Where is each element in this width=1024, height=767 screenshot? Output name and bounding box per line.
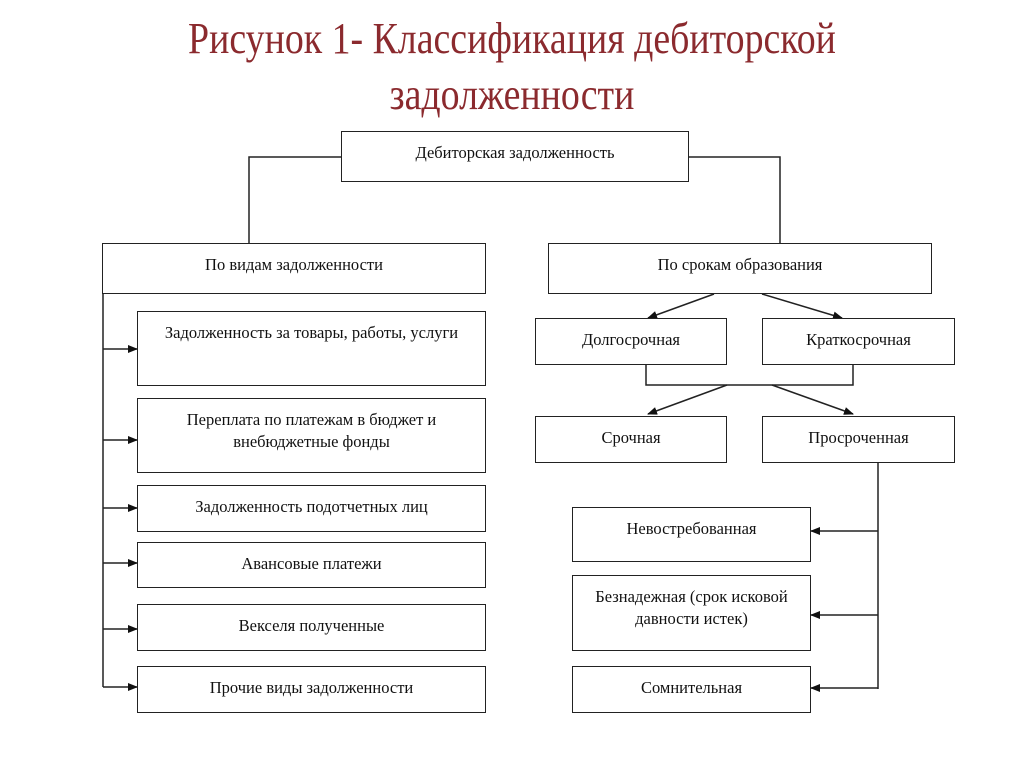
connector-root-right — [688, 156, 781, 244]
node-label: Задолженность подотчетных лиц — [195, 497, 428, 516]
node-label: Прочие виды задолженности — [209, 678, 414, 697]
node-type-advances: Авансовые платежи — [137, 542, 486, 588]
node-label: Переплата по платежам в бюджет и внебюдж… — [186, 410, 437, 451]
node-type-overpayment: Переплата по платежам в бюджет и внебюдж… — [137, 398, 486, 473]
node-receivables: Дебиторская задолженность — [341, 131, 689, 182]
arrow-to-short-term — [761, 293, 843, 320]
node-by-term: По срокам образования — [548, 243, 932, 294]
arrow-to-overdue — [771, 384, 854, 415]
node-long-term: Долгосрочная — [535, 318, 727, 365]
node-label: Просроченная — [808, 428, 909, 447]
node-label: Невостребованная — [626, 519, 757, 538]
connector-term-merge — [645, 364, 854, 386]
node-overdue: Просроченная — [762, 416, 955, 463]
node-label: Задолженность за товары, работы, услуги — [164, 323, 459, 342]
node-doubtful: Сомнительная — [572, 666, 811, 713]
node-label: Краткосрочная — [806, 330, 911, 349]
node-by-type: По видам задолженности — [102, 243, 486, 294]
node-label: Долгосрочная — [582, 330, 680, 349]
node-type-accountable-persons: Задолженность подотчетных лиц — [137, 485, 486, 532]
node-label: Срочная — [601, 428, 661, 447]
node-label: По срокам образования — [657, 255, 823, 274]
node-label: Сомнительная — [640, 678, 743, 697]
node-type-bills: Векселя полученные — [137, 604, 486, 651]
node-type-goods-services: Задолженность за товары, работы, услуги — [137, 311, 486, 386]
node-urgent: Срочная — [535, 416, 727, 463]
figure-title-line2: задолженности — [389, 70, 635, 119]
node-label: Безнадежная (срок исковой давности истек… — [595, 587, 788, 628]
node-short-term: Краткосрочная — [762, 318, 955, 365]
node-unclaimed: Невостребованная — [572, 507, 811, 562]
node-type-other: Прочие виды задолженности — [137, 666, 486, 713]
node-label: Векселя полученные — [238, 616, 385, 635]
node-label: По видам задолженности — [205, 255, 383, 274]
arrow-to-long-term — [647, 293, 715, 319]
figure-title-line1: Рисунок 1- Классификация дебиторской — [188, 14, 836, 63]
node-hopeless: Безнадежная (срок исковой давности истек… — [572, 575, 811, 651]
arrow-to-urgent — [647, 384, 728, 415]
node-label: Авансовые платежи — [241, 554, 382, 573]
connector-root-left — [248, 156, 341, 244]
node-label: Дебиторская задолженность — [415, 143, 615, 162]
